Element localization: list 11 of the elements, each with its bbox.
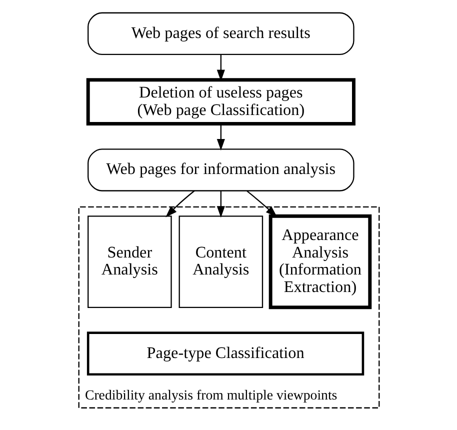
node-box: Web pages of search results xyxy=(87,12,354,56)
node-box: Page-type Classification xyxy=(86,332,364,376)
arrow xyxy=(246,190,277,218)
node-box: Content Analysis xyxy=(178,216,263,308)
node-box: Web pages for information analysis xyxy=(87,148,354,192)
arrow xyxy=(216,54,224,82)
node-box: Appearance Analysis (Information Extraction) xyxy=(268,214,372,310)
node-box: Sender Analysis xyxy=(87,216,172,308)
arrow xyxy=(216,190,224,218)
arrow xyxy=(216,124,224,151)
node-box: Deletion of useless pages (Web page Classification) xyxy=(86,78,355,126)
